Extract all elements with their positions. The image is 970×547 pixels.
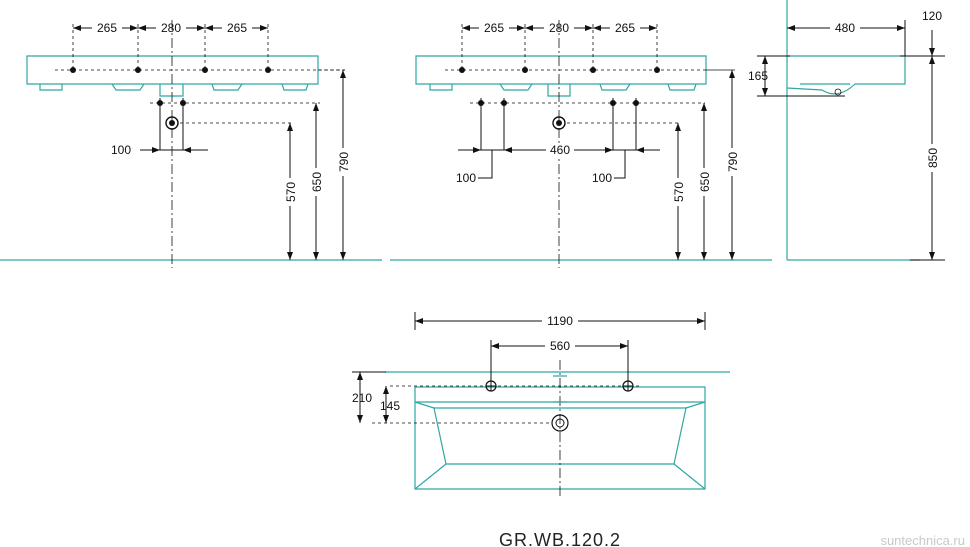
dim-height-570: 570 — [284, 182, 298, 202]
dim-top-3: 265 — [615, 21, 635, 35]
dim-thickness: 120 — [922, 9, 942, 23]
dim-side-width-left: 100 — [456, 171, 476, 185]
dim-height-650: 650 — [698, 172, 712, 192]
dim-top-1: 265 — [484, 21, 504, 35]
dim-side-width-right: 100 — [592, 171, 612, 185]
dim-top-1: 265 — [97, 21, 117, 35]
dim-hole-spacing: 560 — [550, 339, 570, 353]
dim-width: 1190 — [547, 314, 573, 328]
dim-depth: 210 — [352, 391, 372, 405]
model-code: GR.WB.120.2 — [499, 530, 621, 547]
front-view-left: 265 280 265 100 570 650 790 — [0, 20, 382, 268]
dim-height-790: 790 — [337, 152, 351, 172]
dim-height-650: 650 — [310, 172, 324, 192]
watermark: suntechnica.ru — [880, 533, 965, 547]
side-view: 480 120 165 850 — [748, 0, 945, 261]
dim-top-2: 280 — [161, 21, 181, 35]
dim-bowl-depth: 165 — [748, 69, 768, 83]
top-view: 1190 560 210 145 — [352, 312, 730, 497]
dim-total-height: 850 — [926, 148, 940, 168]
dim-depth: 480 — [835, 21, 855, 35]
dim-spacing: 460 — [550, 143, 570, 157]
dim-hole-offset: 145 — [380, 399, 400, 413]
dim-height-790: 790 — [726, 152, 740, 172]
front-view-right: 265 280 265 460 100 100 — [390, 20, 772, 268]
dim-drain-width: 100 — [111, 143, 131, 157]
dim-height-570: 570 — [672, 182, 686, 202]
dim-top-3: 265 — [227, 21, 247, 35]
